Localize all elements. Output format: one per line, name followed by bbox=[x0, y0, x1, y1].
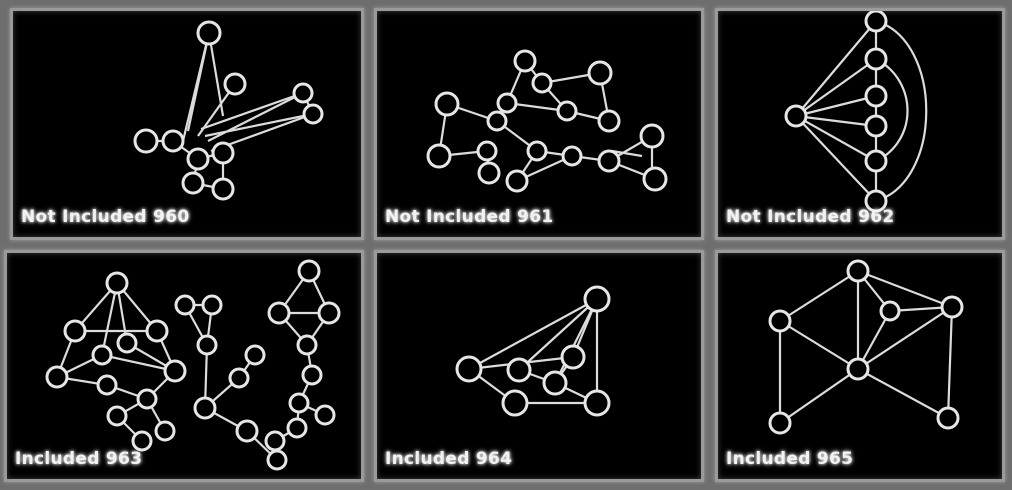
graph-node bbox=[161, 129, 185, 153]
graph-node bbox=[846, 259, 870, 283]
graph-node bbox=[193, 396, 217, 420]
graph-node bbox=[154, 420, 176, 442]
graph-node bbox=[288, 392, 310, 414]
graph-node bbox=[292, 82, 314, 104]
graph-node bbox=[426, 143, 452, 169]
graph-node bbox=[455, 355, 483, 383]
graph-node bbox=[45, 365, 69, 389]
graph-node bbox=[91, 344, 113, 366]
graph-node bbox=[864, 47, 888, 71]
graph-node bbox=[506, 357, 532, 383]
graph-node bbox=[864, 189, 888, 213]
graph-node bbox=[296, 334, 318, 356]
graph-node bbox=[597, 109, 621, 133]
graph-node bbox=[879, 300, 901, 322]
graph-node bbox=[106, 405, 128, 427]
graph-panel-962: Not Included 962 bbox=[715, 8, 1005, 240]
graph-node bbox=[486, 110, 508, 132]
graph-node bbox=[223, 72, 247, 96]
graph-node bbox=[302, 103, 324, 125]
graph-node bbox=[583, 389, 611, 417]
graph-node bbox=[526, 140, 548, 162]
graph-963 bbox=[45, 259, 341, 471]
graph-node bbox=[768, 309, 792, 333]
graph-node bbox=[186, 147, 210, 171]
graph-node bbox=[264, 430, 286, 452]
graph-node bbox=[496, 92, 518, 114]
graph-panel-960: Not Included 960 bbox=[10, 8, 364, 240]
graph-node bbox=[301, 364, 323, 386]
graph-node bbox=[145, 319, 169, 343]
graph-node bbox=[136, 388, 158, 410]
graph-node bbox=[639, 123, 665, 149]
graph-node bbox=[560, 344, 586, 370]
graph-node bbox=[228, 367, 250, 389]
graph-node bbox=[174, 294, 196, 316]
graph-node bbox=[131, 430, 153, 452]
graph-960 bbox=[133, 20, 324, 201]
graph-node bbox=[784, 104, 808, 128]
graph-node bbox=[297, 259, 321, 283]
graph-965 bbox=[768, 259, 964, 435]
graph-964-edges bbox=[468, 298, 599, 405]
graph-964 bbox=[455, 285, 611, 417]
panel-caption: Included 964 bbox=[385, 449, 513, 469]
graph-node bbox=[936, 406, 960, 430]
graph-node bbox=[317, 301, 341, 325]
graph-node bbox=[116, 332, 138, 354]
graph-panel-965: Included 965 bbox=[715, 250, 1005, 482]
graph-node bbox=[314, 404, 336, 426]
graph-node bbox=[940, 295, 964, 319]
graph-node bbox=[542, 370, 568, 396]
graph-node bbox=[196, 20, 222, 46]
graph-node bbox=[505, 169, 529, 193]
graph-node bbox=[235, 419, 259, 443]
graph-node bbox=[513, 49, 537, 73]
graph-node bbox=[163, 359, 187, 383]
graph-node bbox=[864, 11, 888, 33]
graph-node bbox=[597, 149, 621, 173]
graph-961 bbox=[426, 49, 668, 193]
graph-node bbox=[531, 72, 553, 94]
panel-caption: Not Included 961 bbox=[385, 207, 554, 227]
graph-node bbox=[846, 357, 870, 381]
graph-965-edges bbox=[778, 269, 954, 424]
graph-node bbox=[196, 334, 218, 356]
graph-node bbox=[864, 84, 888, 108]
graph-960-edges bbox=[146, 32, 314, 191]
graph-962-edges bbox=[795, 20, 878, 202]
graph-node bbox=[201, 294, 223, 316]
panel-caption: Not Included 962 bbox=[726, 207, 895, 227]
graph-node bbox=[477, 161, 501, 185]
graph-node bbox=[556, 100, 578, 122]
graph-node bbox=[267, 301, 291, 325]
graph-node bbox=[768, 411, 792, 435]
graph-node bbox=[587, 60, 613, 86]
panel-caption: Included 963 bbox=[15, 449, 143, 469]
graph-panel-961: Not Included 961 bbox=[374, 8, 704, 240]
graph-node bbox=[211, 177, 235, 201]
graph-node bbox=[642, 166, 668, 192]
graph-node bbox=[864, 114, 888, 138]
graph-node bbox=[211, 141, 235, 165]
graph-node bbox=[133, 128, 159, 154]
graph-node bbox=[501, 389, 529, 417]
graph-node bbox=[266, 449, 288, 471]
graph-panel-964: Included 964 bbox=[374, 250, 704, 482]
panel-caption: Not Included 960 bbox=[21, 207, 190, 227]
graph-node bbox=[181, 171, 205, 195]
graph-node bbox=[105, 271, 129, 295]
graph-node bbox=[286, 417, 308, 439]
graph-node bbox=[434, 91, 460, 117]
graph-node bbox=[63, 319, 87, 343]
graph-node bbox=[561, 145, 583, 167]
graph-node bbox=[583, 285, 611, 313]
graph-panel-963: Included 963 bbox=[4, 250, 364, 482]
graph-962 bbox=[784, 11, 928, 213]
graph-node bbox=[244, 344, 266, 366]
graph-node bbox=[476, 140, 498, 162]
graph-node bbox=[864, 149, 888, 173]
panel-caption: Included 965 bbox=[726, 449, 854, 469]
graph-node bbox=[96, 374, 118, 396]
